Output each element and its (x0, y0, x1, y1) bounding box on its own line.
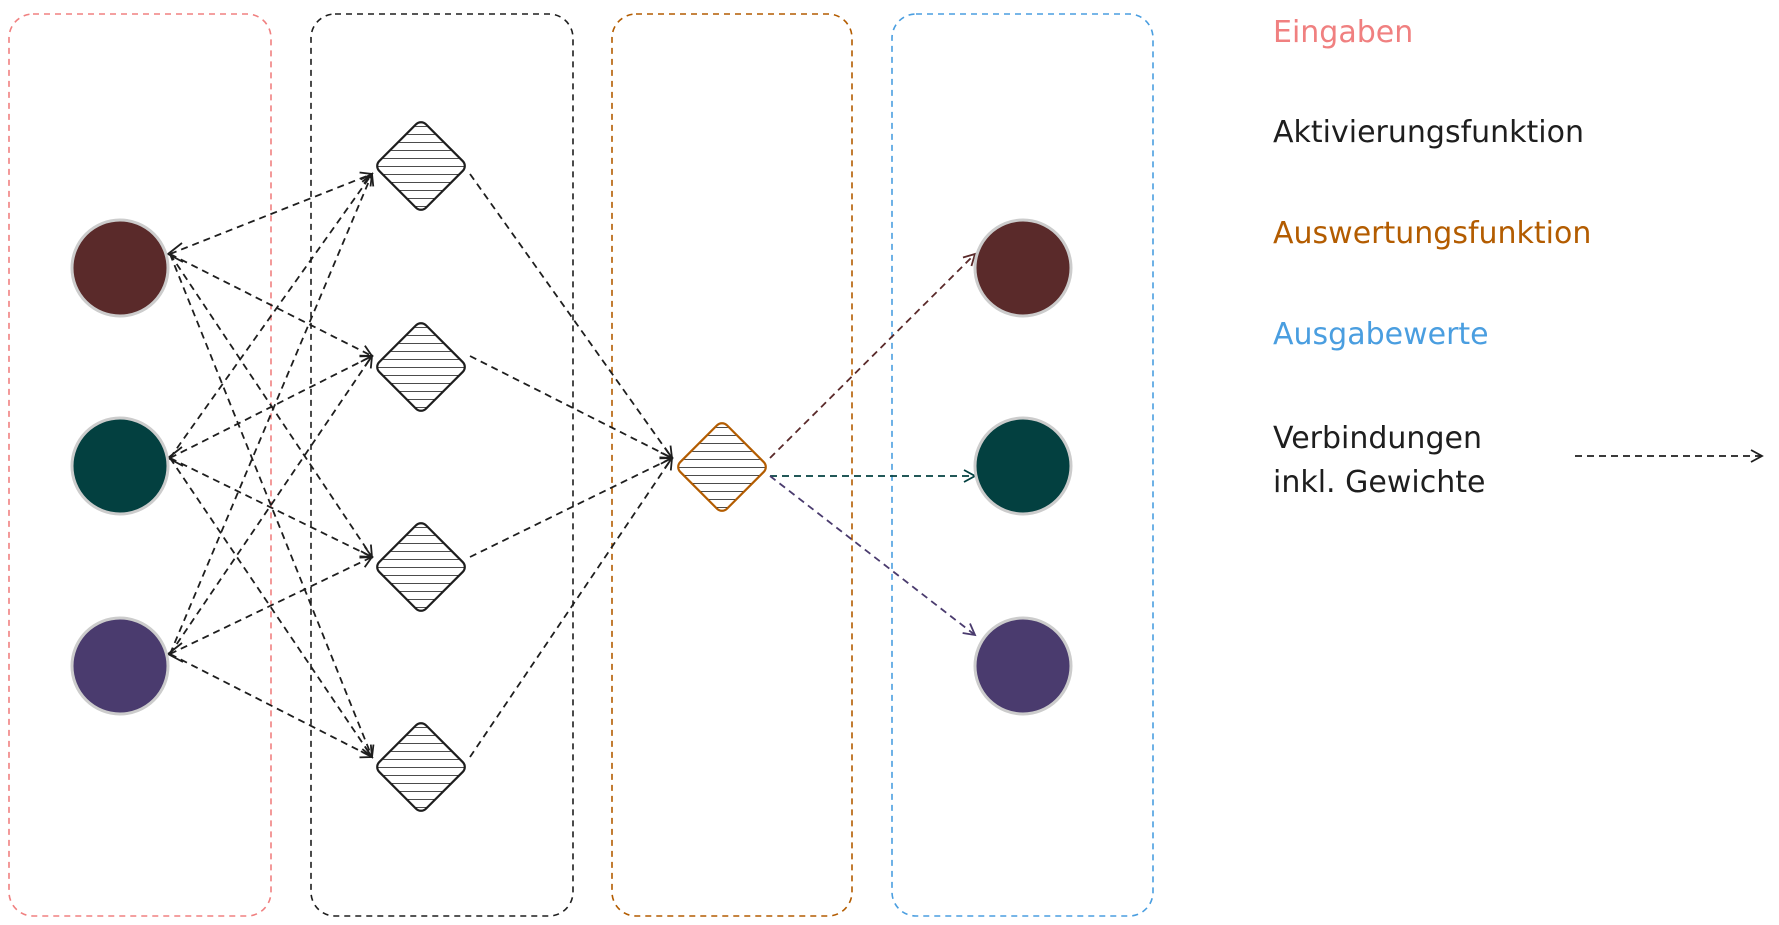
input-node (70, 616, 170, 716)
evaluation-to-output-3-connection (769, 475, 977, 637)
legend-inputs-label: Eingaben (1273, 15, 1413, 50)
activation-node (376, 722, 466, 812)
output-node (973, 416, 1073, 516)
legend-connections-label-line1: Verbindungen (1273, 421, 1482, 456)
input-node (70, 416, 170, 516)
input-to-activation-connections (169, 171, 375, 759)
legend-evaluation-label: Auswertungsfunktion (1273, 216, 1591, 251)
evaluation-to-output-1-connection (769, 252, 977, 459)
legend-activation-label: Aktivierungsfunktion (1273, 115, 1584, 150)
output-group-box (891, 13, 1154, 917)
activation-node (376, 322, 466, 412)
evaluation-node (677, 422, 767, 512)
activation-node (376, 121, 466, 211)
activation-to-evaluation-connections (469, 173, 674, 758)
activation-node (376, 522, 466, 612)
output-node (973, 218, 1073, 318)
input-node (70, 218, 170, 318)
output-node (973, 616, 1073, 716)
legend-outputs-label: Ausgabewerte (1273, 317, 1489, 352)
legend-connections-label-line2: inkl. Gewichte (1273, 465, 1485, 500)
